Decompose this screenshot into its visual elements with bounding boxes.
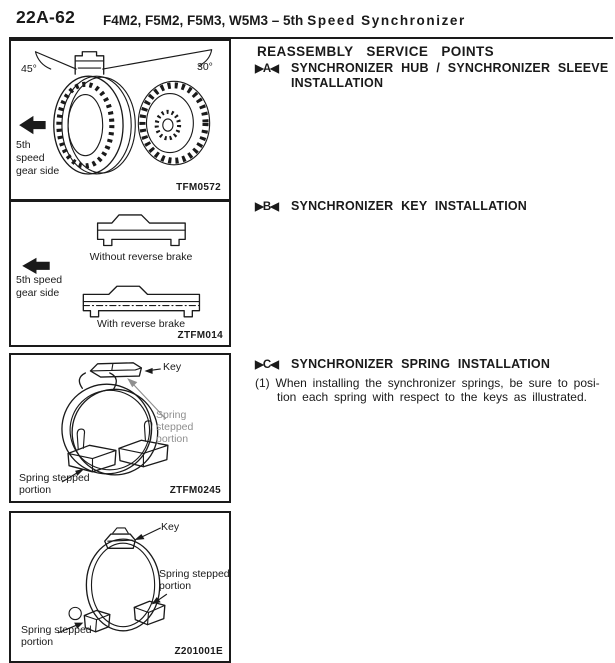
spring-stepped-portion-left-label: Spring stepped portion <box>19 472 90 496</box>
figure-spring-installation-1: Key Spring stepped portion Spring steppe… <box>9 353 231 503</box>
key-leader-arrow <box>144 367 161 375</box>
figure-code: Z201001E <box>174 646 223 657</box>
reassembly-service-points-heading: REASSEMBLY SERVICE POINTS <box>257 44 495 59</box>
hub-sleeve-drawing <box>19 49 213 175</box>
figure-code: ZTFM0245 <box>169 485 221 496</box>
spring-drawing-2 <box>57 527 168 634</box>
synchronizer-keys-drawing <box>22 214 201 318</box>
figure-code: TFM0572 <box>176 182 221 193</box>
figure-code: ZTFM014 <box>177 330 223 341</box>
right-stepped-tab-drawing <box>133 600 166 626</box>
service-point-c-title: SYNCHRONIZER SPRING INSTALLATION <box>291 357 551 371</box>
synchronizer-hub-drawing <box>137 80 211 166</box>
service-point-c-body-line1: (1) When installing the synchronizer spr… <box>255 375 600 390</box>
key-with-reverse-brake-drawing <box>82 285 201 318</box>
lower-right-key-drawing <box>118 420 169 468</box>
spring-stepped-portion-left-label: Spring stepped portion <box>21 624 92 648</box>
stepped-left-leader-arrow <box>61 468 85 483</box>
stepped-left-leader-arrow <box>57 622 84 634</box>
service-point-a-title: SYNCHRONIZER HUB / SYNCHRONIZER SLEEVE <box>291 61 609 75</box>
figure-spring-installation-2: Key Spring stepped portion Spring steppe… <box>9 511 231 663</box>
service-point-b: ▶B◀ SYNCHRONIZER KEY INSTALLATION <box>255 199 613 214</box>
service-point-b-marker: ▶B◀ <box>255 201 279 213</box>
spring-stepped-portion-right-label: Spring stepped portion <box>159 568 230 592</box>
figure-hub-sleeve: 45° 30° 5th speed gear side TFM0572 <box>9 39 231 201</box>
gear-side-label: 5th speed gear side <box>16 274 63 299</box>
without-reverse-brake-label: Without reverse brake <box>89 251 193 263</box>
angle-30-label: 30° <box>197 61 213 73</box>
header-rule <box>9 37 613 39</box>
service-point-c-body-line2: tion each spring with respect to the key… <box>277 389 587 404</box>
stepped-right-leader-arrow <box>151 593 168 605</box>
service-point-a-marker: ▶A◀ <box>255 63 279 75</box>
gear-side-label: 5th speed gear side <box>16 139 60 177</box>
service-point-c-body: (1) When installing the synchronizer spr… <box>255 376 613 404</box>
page-title-subject: Speed Synchronizer <box>307 13 466 28</box>
figure-synchronizer-keys: Without reverse brake 5th speed gear sid… <box>9 200 231 347</box>
service-point-c: ▶C◀ SYNCHRONIZER SPRING INSTALLATION (1)… <box>255 357 613 404</box>
gear-side-arrow-icon <box>19 115 46 135</box>
spring-ring-drawing <box>85 538 161 632</box>
top-key-drawing <box>89 362 143 378</box>
service-point-a-title-line2: INSTALLATION <box>291 75 384 90</box>
key-leader-arrow <box>134 527 161 541</box>
with-reverse-brake-label: With reverse brake <box>96 318 186 330</box>
spring-drawing-1 <box>61 362 169 483</box>
synchronizer-sleeve-drawing <box>53 75 136 175</box>
service-point-b-title: SYNCHRONIZER KEY INSTALLATION <box>291 199 528 213</box>
key-label: Key <box>163 361 182 373</box>
chamfer-detail-drawing <box>34 49 213 75</box>
lower-left-key-drawing <box>67 428 117 473</box>
top-key-drawing <box>104 527 136 549</box>
stepped-right-leader-arrow <box>127 378 167 420</box>
service-point-a: ▶A◀ SYNCHRONIZER HUB / SYNCHRONIZER SLEE… <box>255 61 613 90</box>
key-without-reverse-brake-drawing <box>96 214 186 247</box>
page-title-models: F4M2, F5M2, F5M3, W5M3 – 5th <box>103 13 304 28</box>
service-point-c-marker: ▶C◀ <box>255 359 279 371</box>
angle-45-label: 45° <box>21 63 37 75</box>
page-number: 22A-62 <box>16 7 76 27</box>
spring-stepped-portion-right-label: Spring stepped portion <box>156 409 194 445</box>
left-stepped-tab-drawing <box>68 606 111 633</box>
key-label: Key <box>161 521 180 533</box>
gear-side-arrow-icon <box>22 257 50 275</box>
